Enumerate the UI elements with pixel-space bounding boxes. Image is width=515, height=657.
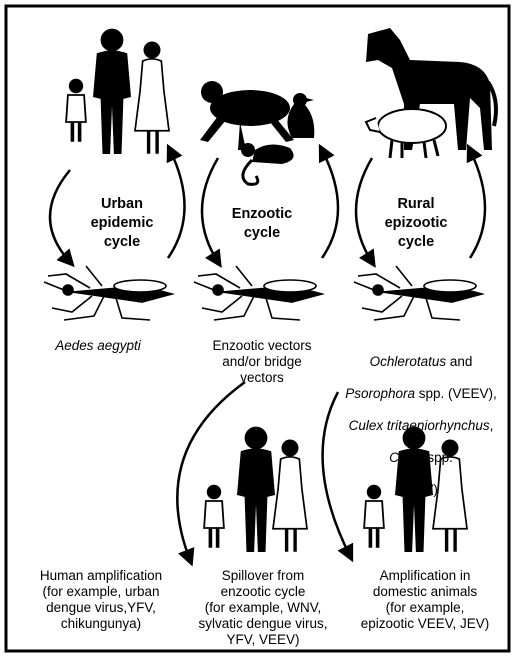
- bird-icon: [287, 93, 314, 138]
- outcome-label-urban: Human amplification (for example, urban …: [18, 568, 184, 632]
- pig-icon: [366, 109, 446, 158]
- mosquito-icon-urban: [44, 266, 172, 320]
- vector-label-rural: Ochlerotatus and Psorophora spp. (VEEV),…: [330, 338, 512, 514]
- mosquito-icon-rural: [354, 266, 482, 320]
- vector-label-urban: Aedes aegypti: [18, 338, 178, 354]
- people-icon-urban: [66, 29, 169, 154]
- primate-icon: [200, 81, 294, 184]
- mosquito-icon-enzootic: [194, 266, 322, 320]
- vector-label-enzootic: Enzootic vectors and/or bridge vectors: [192, 338, 332, 386]
- people-icon-spillover: [204, 427, 307, 552]
- outcome-label-spillover: Spillover from enzootic cycle (for examp…: [184, 568, 342, 648]
- outcome-label-domestic: Amplification in domestic animals (for e…: [340, 568, 510, 632]
